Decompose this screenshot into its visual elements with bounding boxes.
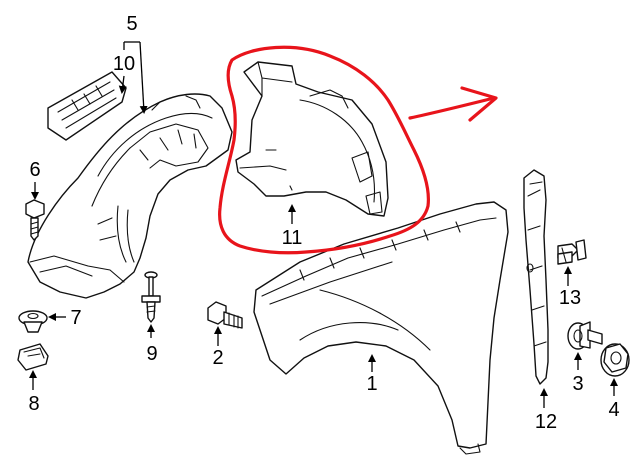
part-4-nut: [600, 343, 630, 377]
callout-9: 9: [146, 343, 157, 365]
callout-12: 12: [535, 411, 557, 433]
callout-labels: 5 10 6 7 8 9 2 11 1 12 13 3 4: [28, 13, 619, 433]
callout-10: 10: [113, 53, 135, 75]
callout-8: 8: [28, 393, 39, 415]
callout-4: 4: [608, 399, 619, 421]
part-11-liner-section: [235, 61, 389, 217]
callout-1: 1: [366, 373, 377, 395]
part-5-liner: [27, 93, 233, 299]
part-7-clip: [18, 310, 48, 333]
highlight-circle: [218, 45, 430, 255]
red-highlight: [218, 45, 498, 255]
callout-7: 7: [70, 307, 81, 329]
part-10-bracket: [47, 71, 127, 141]
part-6-bolt: [25, 199, 45, 241]
part-12-seal-strip: [523, 169, 549, 385]
callout-3: 3: [572, 373, 583, 395]
leader-lines: [29, 41, 618, 408]
part-3-stud: [567, 321, 603, 350]
part-2-bolt: [207, 301, 243, 329]
callout-2: 2: [212, 347, 223, 369]
callout-6: 6: [29, 159, 40, 181]
part-9-pin: [141, 271, 161, 323]
highlight-arrow-head-icon: [460, 86, 498, 122]
callout-5: 5: [126, 13, 137, 35]
part-8-u-nut: [17, 343, 49, 371]
part-13-rivet: [557, 239, 587, 265]
callout-13: 13: [559, 287, 581, 309]
callout-11: 11: [282, 227, 303, 249]
highlight-arrow-shaft-icon: [408, 96, 496, 120]
part-1-fender: [253, 201, 509, 455]
